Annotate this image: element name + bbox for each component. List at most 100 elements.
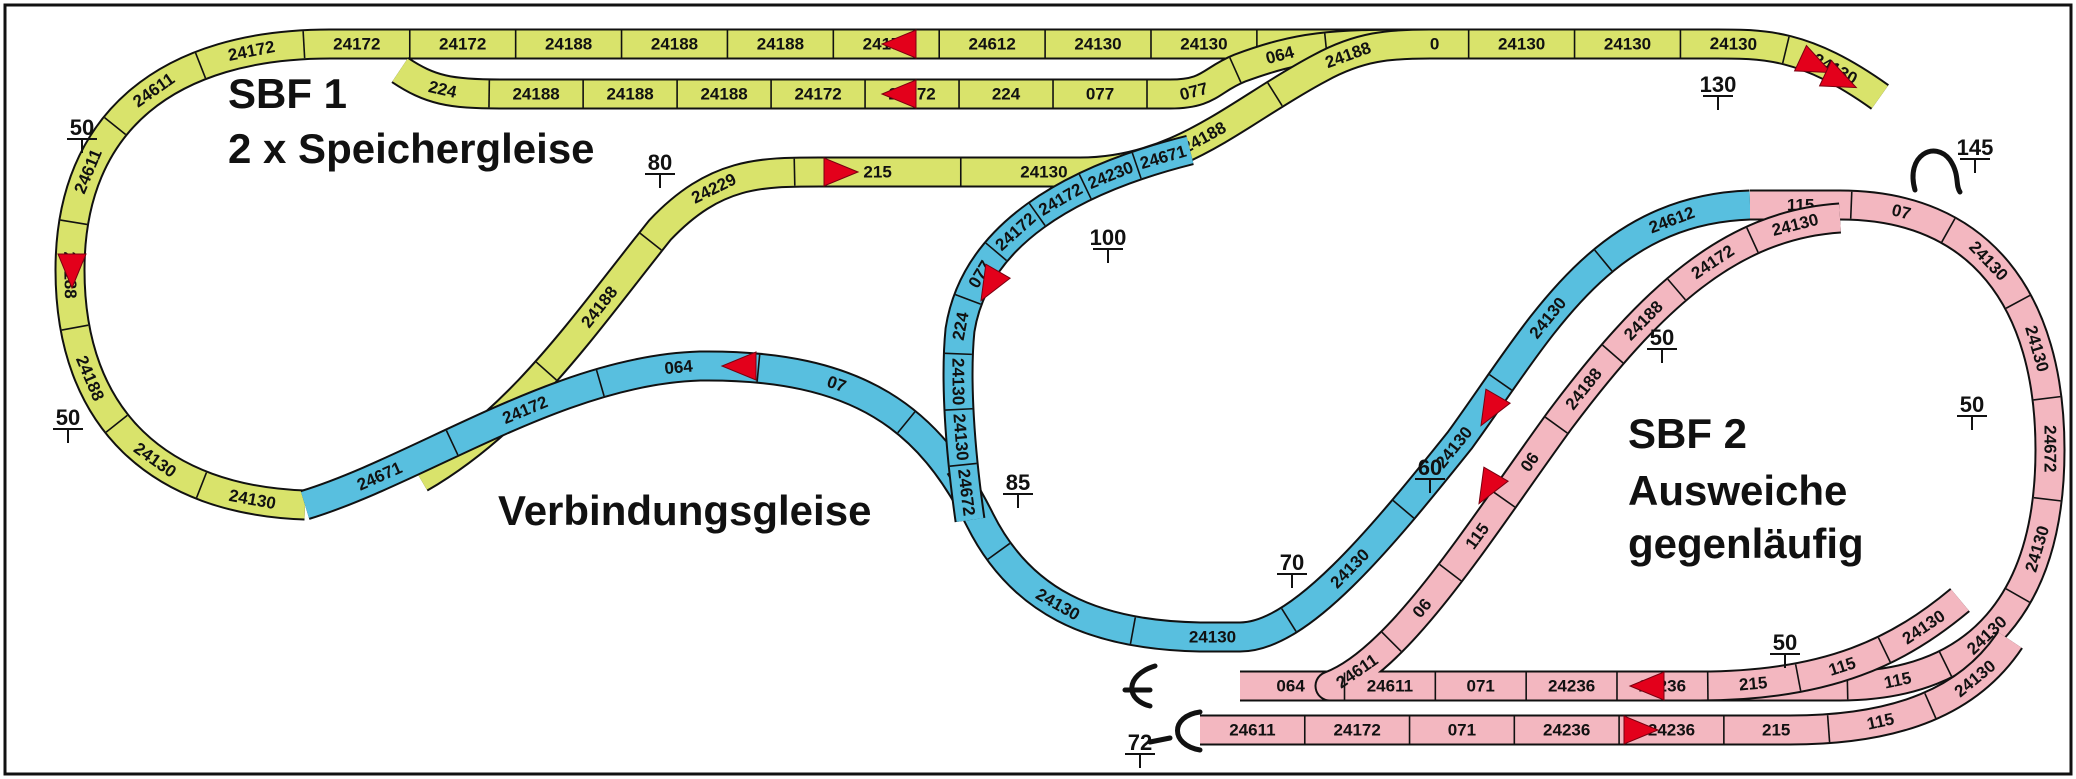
segment-joint [1267,82,1283,107]
segment-joint [61,324,89,331]
track-segment-label: 24188 [757,35,804,54]
segment-joint [1131,152,1142,179]
track-segment-label: 24172 [794,85,841,104]
track-segment-label: 224 [949,310,973,342]
direction-arrow-icon [720,351,757,381]
segment-joint [1028,203,1046,226]
segment-joint [756,354,761,382]
segment-joint [987,542,1011,560]
sbf2-line1: Ausweiche [1628,467,1847,514]
segment-joint [445,430,459,456]
height-marker: 50 [1957,392,1987,430]
segment-joint [1594,249,1613,272]
height-value: 130 [1700,72,1737,97]
segment-joint [1381,631,1402,652]
height-value: 100 [1090,225,1127,250]
segment-joint [1078,174,1092,200]
height-marker: 50 [67,115,97,153]
connection-label: Verbindungsgleise [498,487,871,534]
track-segment-label: 215 [1762,721,1790,740]
direction-arrow-icon [880,29,917,59]
track-segment-label: 24236 [1543,721,1590,740]
track-segment-label: 24130 [1604,35,1651,54]
track-segment-label: 24130 [1074,35,1121,54]
segment-joint [1941,218,1956,243]
direction-arrow-icon [1818,59,1858,89]
height-value: 145 [1957,135,1994,160]
track-body [1200,632,2022,744]
height-value: 50 [1650,325,1674,350]
track-segment-label: 071 [1448,721,1476,740]
track-segment-label: 24130 [949,413,972,462]
height-marker: 70 [1277,550,1307,588]
segment-joint [639,232,662,251]
track-segment-label: 077 [1086,85,1114,104]
height-value: 85 [1006,470,1030,495]
plan-frame [3,3,2073,776]
height-value: 60 [1418,455,1442,480]
height-value: 80 [648,150,672,175]
segment-joint [105,414,128,433]
segment-joint [1488,373,1513,391]
segment-joint [985,242,1008,262]
segment-joint [2033,496,2061,502]
segment-joint [104,116,127,136]
track-segment-label: 24188 [512,85,559,104]
track-segment-label: 24611 [1367,677,1413,696]
direction-arrow-icon [1628,671,1665,701]
direction-arrow-icon [980,263,1012,302]
sbf2-line2: gegenläufig [1628,520,1864,567]
segment-joint [1229,57,1242,83]
track-segment-label: 24130 [1710,34,1758,54]
segment-joint [1849,191,1853,219]
segment-joint [2033,395,2061,401]
direction-arrow-icon [57,253,87,290]
track-body [301,191,1751,651]
height-marker: 85 [1003,470,1033,508]
track-segment-label: 24611 [1229,721,1275,740]
track-body [56,30,1888,519]
segment-joint [595,369,605,397]
height-value: 50 [56,405,80,430]
segment-joint [1492,490,1516,508]
track-segment-label: 24130 [948,358,967,405]
track-segment-label: 24188 [700,85,747,104]
segment-joint [945,407,973,411]
track-segment-label: 24188 [545,35,592,54]
track-segment-label: 24172 [1334,721,1381,740]
track-segment-label: 24188 [651,35,698,54]
sbf1-subtitle: 2 x Speichergleise [228,125,595,172]
segment-joint [1877,637,1891,663]
buffer-stop-icon [1122,663,1158,709]
buffer-stop-icon [1147,709,1203,753]
segment-joint [195,472,208,499]
direction-arrow-icon [823,157,860,187]
segment-joint [60,219,88,226]
buffer-stop-icon [1910,148,1963,195]
track-segment-label: 24130 [1498,35,1545,54]
direction-arrow-icon [1623,715,1660,745]
track-segment-label: 24130 [1189,628,1236,647]
segment-joint [2005,294,2031,309]
height-marker: 80 [645,150,675,188]
segment-joint [1794,664,1802,692]
segment-joint [1439,563,1462,582]
segment-joint [2005,588,2030,603]
segment-joint [955,293,981,305]
height-value: 50 [1960,392,1984,417]
height-marker: 50 [53,405,83,443]
segment-joint [535,361,557,381]
height-value: 70 [1280,550,1304,575]
track-segment-label: 064 [664,356,695,378]
track-segment-label: 24130 [1180,35,1227,54]
sbf2-title: SBF 2 [1628,410,1747,457]
segment-joint [949,462,977,467]
segment-joint [302,31,306,59]
segment-joint [194,52,207,79]
segment-joint [1826,715,1831,743]
direction-arrows [57,29,1858,745]
